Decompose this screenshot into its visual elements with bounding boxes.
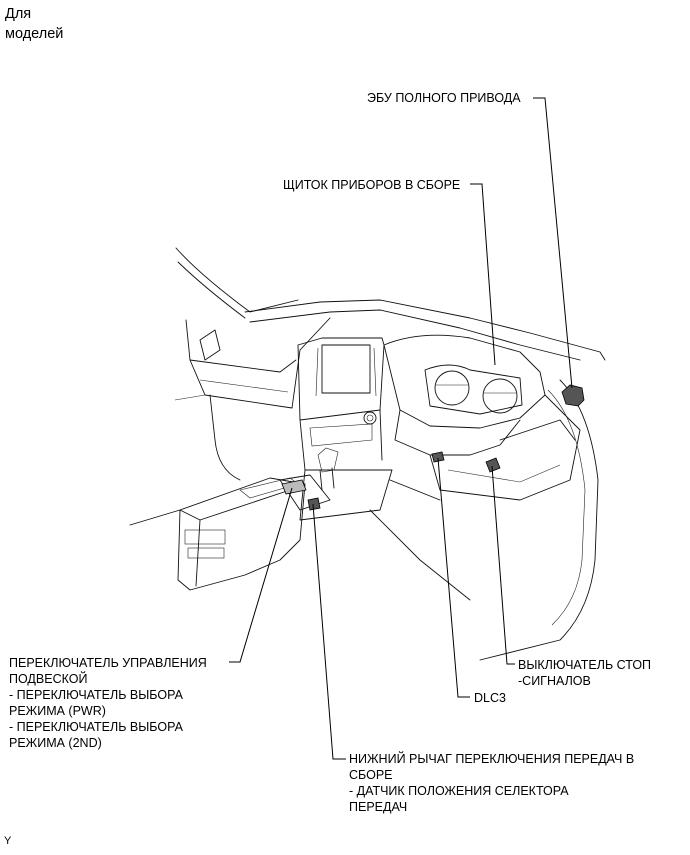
label-line: СБОРЕ	[349, 768, 393, 782]
center-console	[299, 469, 393, 521]
label-line: ПЕРЕКЛЮЧАТЕЛЬ УПРАВЛЕНИЯ	[9, 656, 207, 670]
dashboard-top	[244, 299, 606, 361]
label-line: НИЖНИЙ РЫЧАГ ПЕРЕКЛЮЧЕНИЯ ПЕРЕДАЧ В	[349, 752, 635, 766]
label-line: ПЕРЕДАЧ	[349, 800, 408, 814]
shift-sensor-part	[307, 497, 321, 511]
navigation-screen	[321, 344, 371, 394]
center-stack	[297, 337, 385, 421]
label-line: -СИГНАЛОВ	[518, 674, 591, 688]
label-dlc3: DLC3	[474, 691, 506, 705]
header-line-2: моделей	[5, 26, 64, 42]
leader-ecu-4wd	[533, 97, 573, 389]
label-ecu-4wd: ЭБУ ПОЛНОГО ПРИВОДА	[367, 91, 521, 105]
label-line: - ПЕРЕКЛЮЧАТЕЛЬ ВЫБОРА	[9, 688, 183, 702]
label-line: ПОДВЕСКОЙ	[9, 672, 88, 686]
leader-stop-lamp	[491, 465, 515, 665]
stop-lamp-switch-part	[485, 457, 501, 473]
header-line-1: Для	[5, 6, 32, 22]
label-shift-lever: НИЖНИЙ РЫЧАГ ПЕРЕКЛЮЧЕНИЯ ПЕРЕДАЧ В СБОР…	[349, 751, 634, 815]
left-dash	[185, 317, 331, 409]
label-line: - ДАТЧИК ПОЛОЖЕНИЯ СЕЛЕКТОРА	[349, 784, 569, 798]
header-title: Для моделей	[5, 4, 63, 44]
leader-suspension	[229, 487, 293, 663]
label-stop-lamp-switch: ВЫКЛЮЧАТЕЛЬ СТОП -СИГНАЛОВ	[518, 657, 651, 689]
suspension-switch-part	[281, 479, 307, 495]
label-suspension-switch: ПЕРЕКЛЮЧАТЕЛЬ УПРАВЛЕНИЯ ПОДВЕСКОЙ - ПЕР…	[9, 655, 207, 751]
tachometer	[434, 370, 470, 406]
label-line: РЕЖИМА (2ND)	[9, 736, 102, 750]
leader-cluster	[470, 183, 496, 366]
label-line: - ПЕРЕКЛЮЧАТЕЛЬ ВЫБОРА	[9, 720, 183, 734]
left-a-pillar	[175, 247, 299, 313]
speedometer	[482, 378, 518, 414]
instrument-panel	[383, 334, 546, 429]
ecu-4wd-part	[561, 384, 585, 407]
label-instrument-cluster: ЩИТОК ПРИБОРОВ В СБОРЕ	[283, 178, 461, 192]
leader-shift-lever	[312, 503, 346, 760]
right-door-edge	[479, 379, 599, 661]
dlc3-part	[431, 451, 445, 463]
right-lower-dash	[429, 394, 581, 501]
label-line: РЕЖИМА (PWR)	[9, 704, 106, 718]
corner-mark: Y	[4, 835, 12, 847]
leader-dlc3	[437, 457, 470, 698]
label-line: ВЫКЛЮЧАТЕЛЬ СТОП	[518, 658, 652, 672]
